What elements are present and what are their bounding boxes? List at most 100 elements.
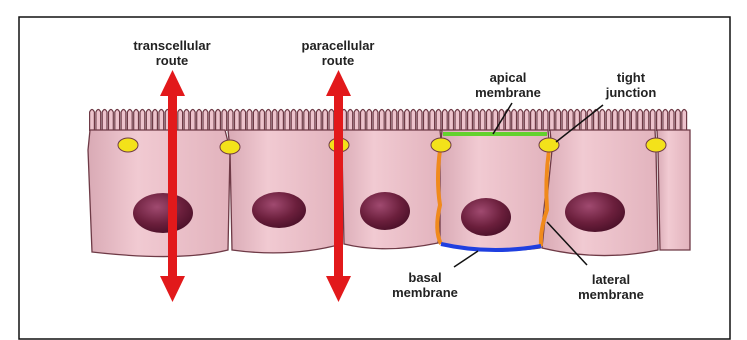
microvillus — [361, 110, 366, 132]
microvillus — [367, 110, 372, 132]
basal-leader-line — [454, 251, 478, 267]
microvillus — [266, 110, 271, 132]
basal-label-line2: membrane — [392, 285, 458, 300]
microvillus — [260, 110, 265, 132]
microvillus — [386, 110, 391, 132]
tight-junction-5 — [539, 138, 559, 152]
microvillus — [272, 110, 277, 132]
nucleus-2 — [252, 192, 306, 228]
microvillus — [115, 110, 120, 132]
microvilli — [90, 110, 687, 132]
microvillus — [373, 110, 378, 132]
microvillus — [663, 110, 668, 132]
microvillus — [279, 110, 284, 132]
microvillus — [127, 110, 132, 132]
microvillus — [235, 110, 240, 132]
microvillus — [405, 110, 410, 132]
microvillus — [184, 110, 189, 132]
microvillus — [550, 110, 555, 132]
microvillus — [430, 110, 435, 132]
microvillus — [216, 110, 221, 132]
microvillus — [676, 110, 681, 132]
tight-junction-1 — [118, 138, 138, 152]
microvillus — [134, 110, 139, 132]
microvillus — [241, 110, 246, 132]
microvillus — [398, 110, 403, 132]
tight-junction-2 — [220, 140, 240, 154]
microvillus — [354, 110, 359, 132]
microvillus — [575, 110, 580, 132]
microvillus — [121, 110, 126, 132]
microvillus — [96, 110, 101, 132]
microvillus — [455, 110, 460, 132]
nucleus-5 — [565, 192, 625, 232]
tight-junction-label-line2: junction — [605, 85, 657, 100]
nucleus-1 — [133, 193, 193, 233]
microvillus — [600, 110, 605, 132]
microvillus — [140, 110, 145, 132]
microvillus — [524, 110, 529, 132]
apical-label-line2: membrane — [475, 85, 541, 100]
microvillus — [298, 110, 303, 132]
microvillus — [631, 110, 636, 132]
cell-3 — [337, 130, 442, 249]
apical-label-line1: apical — [490, 70, 527, 85]
microvillus — [209, 110, 214, 132]
microvillus — [203, 110, 208, 132]
microvillus — [323, 110, 328, 132]
microvillus — [190, 110, 195, 132]
microvillus — [518, 110, 523, 132]
microvillus — [669, 110, 674, 132]
microvillus — [480, 110, 485, 132]
basal-label-line1: basal — [408, 270, 441, 285]
microvillus — [531, 110, 536, 132]
lateral-label-line1: lateral — [592, 272, 630, 287]
microvillus — [562, 110, 567, 132]
microvillus — [90, 110, 95, 132]
microvillus — [253, 110, 258, 132]
microvillus — [411, 110, 416, 132]
microvillus — [556, 110, 561, 132]
microvillus — [449, 110, 454, 132]
microvillus — [625, 110, 630, 132]
microvillus — [613, 110, 618, 132]
microvillus — [568, 110, 573, 132]
microvillus — [109, 110, 114, 132]
microvillus — [619, 110, 624, 132]
microvillus — [379, 110, 384, 132]
microvillus — [247, 110, 252, 132]
microvillus — [436, 110, 441, 132]
microvillus — [442, 110, 447, 132]
microvillus — [329, 110, 334, 132]
nucleus-3 — [360, 192, 410, 230]
microvillus — [424, 110, 429, 132]
microvillus — [512, 110, 517, 132]
microvillus — [228, 110, 233, 132]
microvillus — [417, 110, 422, 132]
microvillus — [291, 110, 296, 132]
microvillus — [222, 110, 227, 132]
microvillus — [285, 110, 290, 132]
microvillus — [638, 110, 643, 132]
nucleus-4 — [461, 198, 511, 236]
tight-junction-6 — [646, 138, 666, 152]
tight-junction-label-line1: tight — [617, 70, 646, 85]
microvillus — [644, 110, 649, 132]
transcellular-label-line2: route — [156, 53, 189, 68]
microvillus — [543, 110, 548, 132]
tight-junction-4 — [431, 138, 451, 152]
microvillus — [606, 110, 611, 132]
microvillus — [587, 110, 592, 132]
microvillus — [474, 110, 479, 132]
transcellular-label-line1: transcellular — [133, 38, 210, 53]
microvillus — [316, 110, 321, 132]
microvillus — [468, 110, 473, 132]
cell-layer — [88, 110, 690, 257]
microvillus — [197, 110, 202, 132]
lateral-label-line2: membrane — [578, 287, 644, 302]
paracellular-label-line1: paracellular — [302, 38, 375, 53]
microvillus — [310, 110, 315, 132]
cell-2 — [228, 130, 342, 253]
